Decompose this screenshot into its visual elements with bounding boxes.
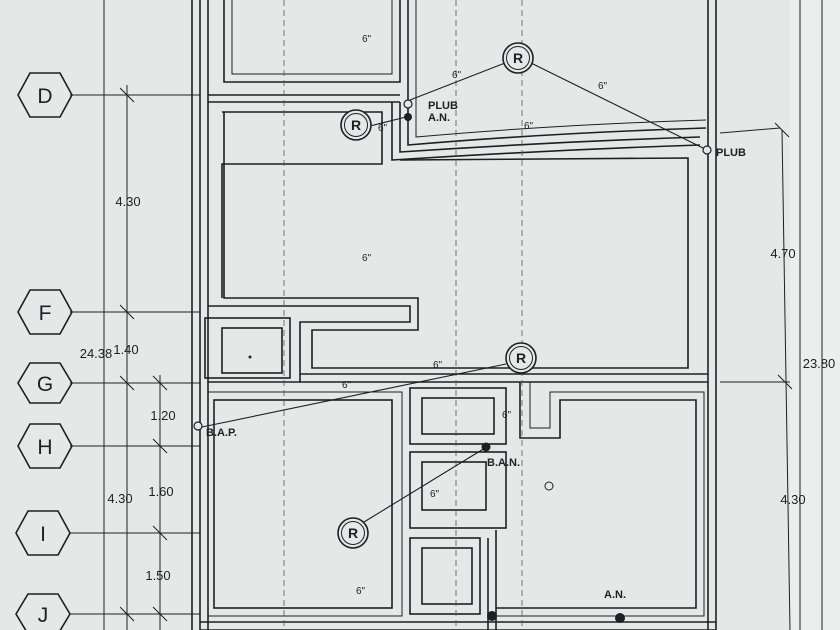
svg-text:D: D — [37, 85, 52, 108]
fixture-points — [193, 99, 712, 623]
svg-text:H: H — [37, 436, 52, 459]
register-top: R — [502, 42, 534, 74]
svg-text:6": 6" — [378, 123, 388, 134]
grid-bubble-f: F — [17, 289, 73, 335]
svg-text:6": 6" — [430, 489, 440, 500]
dim-overall-left: 24.38 — [80, 346, 113, 361]
centerlines — [283, 0, 523, 630]
svg-text:G: G — [37, 373, 53, 396]
svg-text:6": 6" — [362, 253, 372, 264]
grid-lines — [70, 94, 790, 615]
svg-text:R: R — [516, 350, 526, 366]
dim-i-j: 1.50 — [145, 568, 170, 583]
register-middle: R — [505, 342, 537, 374]
register-lower: R — [337, 517, 369, 549]
svg-text:R: R — [351, 117, 361, 133]
label-bap: B.A.P. — [206, 427, 237, 439]
svg-text:6": 6" — [342, 380, 352, 391]
svg-text:J: J — [38, 604, 49, 627]
label-ban: B.A.N. — [487, 457, 520, 469]
svg-text:I: I — [40, 523, 46, 546]
grid-bubble-i: I — [15, 510, 71, 556]
grid-bubble-j: J — [15, 593, 71, 630]
dim-h-i: 1.60 — [148, 484, 173, 499]
svg-text:6": 6" — [362, 34, 372, 45]
grid-bubble-g: G — [17, 362, 73, 404]
label-plub-top: PLUB — [428, 100, 458, 112]
svg-text:R: R — [513, 50, 523, 66]
svg-text:6": 6" — [433, 360, 443, 371]
dimension-lines-right — [774, 122, 793, 630]
label-plub-right: PLUB — [716, 147, 746, 159]
svg-text:6": 6" — [598, 81, 608, 92]
dim-f-g: 1.40 — [113, 342, 138, 357]
svg-text:F: F — [39, 302, 52, 325]
label-an-bottom: A.N. — [604, 589, 626, 601]
svg-text:6": 6" — [452, 70, 462, 81]
register-upper-left: R — [340, 109, 372, 141]
svg-text:R: R — [348, 525, 358, 541]
svg-text:6": 6" — [502, 410, 512, 421]
dim-right-lower: 4.30 — [780, 492, 805, 507]
svg-text:6": 6" — [524, 121, 534, 132]
dim-right-overall: 23.80 — [803, 356, 836, 371]
dim-right-upper: 4.70 — [770, 246, 795, 261]
grid-bubble-d: D — [17, 72, 73, 118]
dim-g-h: 1.20 — [150, 408, 175, 423]
dim-d-f: 4.30 — [115, 194, 140, 209]
grid-bubble-h: H — [17, 423, 73, 469]
dim-h-i-total: 4.30 — [107, 491, 132, 506]
label-an-top: A.N. — [428, 112, 450, 124]
pipe-runs — [201, 62, 706, 523]
svg-text:6": 6" — [356, 586, 366, 597]
dimension-lines-left — [103, 0, 175, 630]
pipe-size-labels: 6" 6" 6" 6" 6" 6" 6" 6" 6" 6" 6" — [342, 34, 608, 597]
walls — [191, 0, 717, 630]
